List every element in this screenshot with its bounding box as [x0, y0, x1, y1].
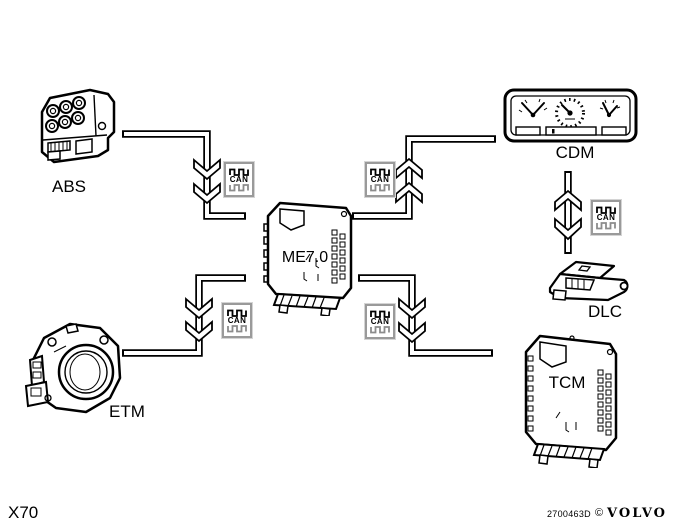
can-low-signal-icon	[370, 183, 390, 191]
figure-reference: X70	[8, 503, 39, 522]
twisted-pair-chevron-up-icon	[395, 157, 423, 180]
copyright-symbol: ©	[594, 507, 604, 519]
left-gauge-icon	[518, 98, 548, 118]
can-high-signal-icon	[596, 206, 616, 214]
twisted-pair-chevron-down-icon	[398, 321, 426, 344]
can-badge-label: CAN	[370, 174, 390, 184]
can-high-signal-icon	[370, 168, 390, 176]
connection-abs-me7	[122, 130, 246, 220]
can-badge-abs-me7: CAN	[224, 162, 254, 197]
tcm-label: TCM	[548, 373, 586, 392]
twisted-pair-chevron-down-icon	[193, 182, 221, 205]
twisted-pair-chevron-down-icon	[185, 297, 213, 320]
can-high-signal-icon	[229, 168, 249, 176]
dlc-illustration	[548, 260, 629, 302]
can-badge-label: CAN	[596, 212, 616, 222]
etm-illustration	[24, 322, 122, 414]
can-badge-me7-tcm: CAN	[365, 304, 395, 339]
can-badge-label: CAN	[229, 174, 249, 184]
abs-label: ABS	[51, 177, 87, 196]
document-number: 2700463D	[547, 508, 591, 519]
connection-etm-me7	[122, 274, 246, 357]
can-high-signal-icon	[370, 310, 390, 318]
etm-label: ETM	[109, 402, 145, 421]
can-high-signal-icon	[227, 309, 247, 317]
cdm-label: CDM	[555, 143, 595, 162]
can-badge-me7-cdm: CAN	[365, 162, 395, 197]
can-low-signal-icon	[229, 183, 249, 191]
right-gauge-icon	[599, 99, 621, 118]
abs-illustration	[40, 88, 116, 164]
twisted-pair-chevron-down-icon	[398, 297, 426, 320]
twisted-pair-chevron-up-icon	[395, 181, 423, 204]
can-low-signal-icon	[370, 325, 390, 333]
can-badge-etm-me7: CAN	[222, 303, 252, 338]
dlc-label: DLC	[587, 302, 622, 321]
volvo-logo: VOLVO	[607, 506, 668, 521]
figure-credit: 2700463D © VOLVO	[547, 506, 667, 521]
can-badge-cdm-dlc: CAN	[591, 200, 621, 235]
me7-illustration	[263, 201, 353, 316]
twisted-pair-chevron-down-icon	[554, 217, 582, 241]
cdm-illustration	[503, 88, 638, 143]
can-low-signal-icon	[227, 324, 247, 332]
connection-me7-cdm	[352, 135, 496, 220]
tcm-illustration	[524, 334, 618, 468]
can-badge-label: CAN	[227, 315, 247, 325]
can-badge-label: CAN	[370, 316, 390, 326]
can-low-signal-icon	[596, 221, 616, 229]
twisted-pair-chevron-down-icon	[185, 320, 213, 343]
connection-cdm-dlc	[554, 171, 582, 254]
speedometer-icon	[555, 98, 585, 128]
twisted-pair-chevron-down-icon	[193, 158, 221, 181]
me7-label: ME7.0	[281, 249, 329, 266]
twisted-pair-chevron-up-icon	[554, 189, 582, 212]
connection-me7-tcm	[358, 274, 493, 357]
